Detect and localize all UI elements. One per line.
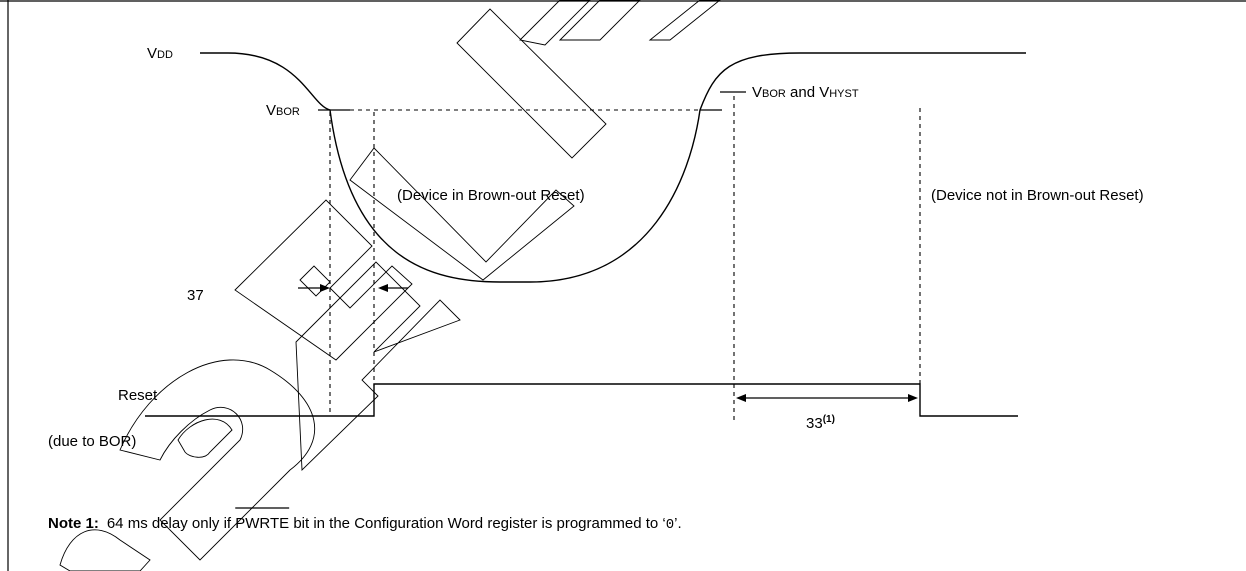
watermark-letter-p-inner xyxy=(177,418,233,458)
vdd-label: VDD xyxy=(147,45,173,62)
vbor-label: VBOR xyxy=(266,102,300,119)
watermark-letter-i xyxy=(456,8,607,159)
pulse-arrow-left-head xyxy=(320,284,330,292)
watermark-letter-e xyxy=(234,199,413,361)
reset-cause-label: (due to BOR) xyxy=(48,433,136,450)
delay-label: 33(1) xyxy=(806,414,835,432)
watermark-letter-r xyxy=(295,261,461,472)
preliminary-watermark xyxy=(59,0,721,571)
watermark-letter-n xyxy=(558,0,641,41)
watermark-letter-l xyxy=(349,147,575,281)
watermark-letter-e-inner xyxy=(299,265,331,297)
delay-arrow-right-head xyxy=(908,394,918,402)
watermark-letter-m xyxy=(519,0,591,46)
watermark-letter-a xyxy=(648,0,721,41)
vbor-vhyst-label: VBOR and VHYST xyxy=(752,84,859,101)
pulse-width-label: 37 xyxy=(187,287,204,304)
watermark-letter-p xyxy=(119,359,315,561)
reset-label: Reset xyxy=(118,387,158,404)
vdd-waveform xyxy=(200,52,1026,283)
device-in-bor-label: (Device in Brown-out Reset) xyxy=(397,187,585,204)
pulse-arrow-right-head xyxy=(378,284,388,292)
footnote: Note 1:64 ms delay only if PWRTE bit in … xyxy=(48,515,682,533)
delay-arrow-left-head xyxy=(736,394,746,402)
pwrte-overlined: PWRTE xyxy=(235,515,289,532)
reset-waveform xyxy=(145,383,1018,417)
device-not-in-bor-label: (Device not in Brown-out Reset) xyxy=(931,187,1144,204)
pulse-width-arrows xyxy=(298,284,408,292)
delay-arrow xyxy=(736,394,918,402)
watermark-letter-tail xyxy=(59,529,151,571)
